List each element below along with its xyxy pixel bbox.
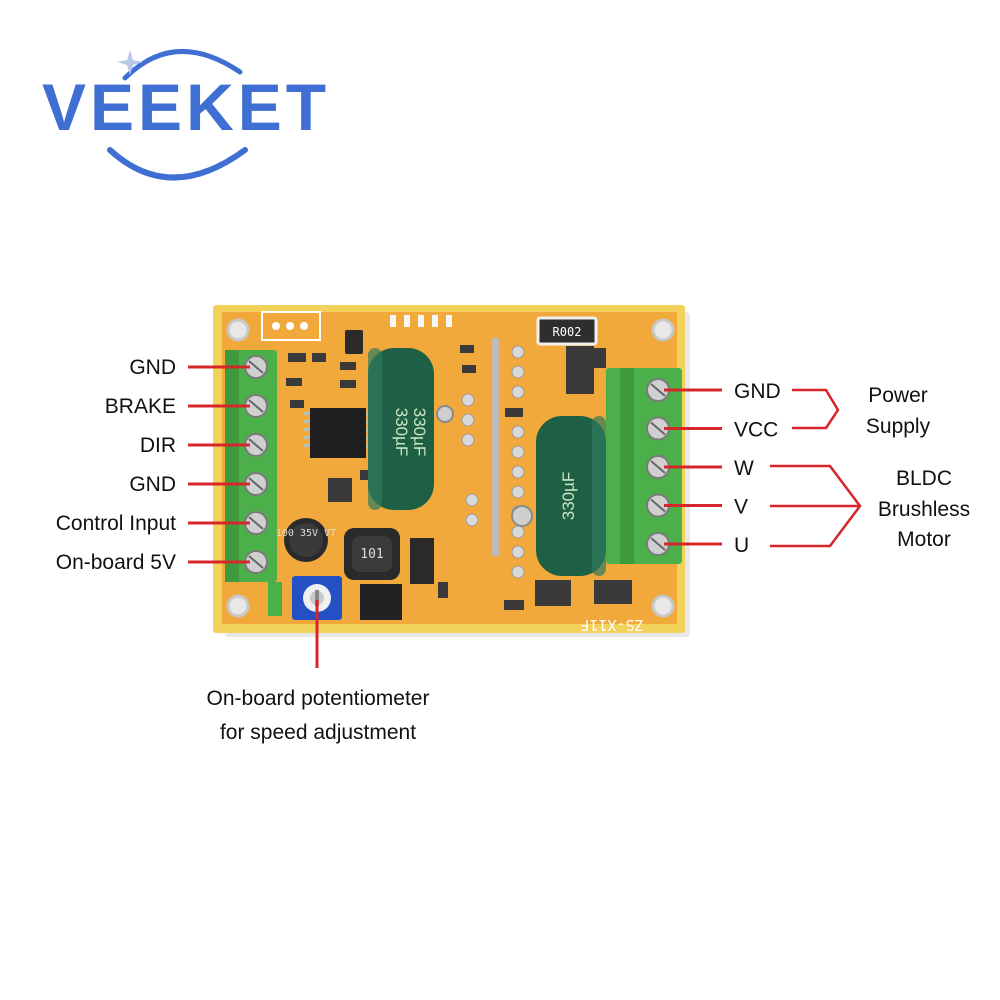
right-pin-label: W [734,457,754,480]
power-label-line1: Power [868,384,928,407]
hall-header [261,311,452,341]
left-pin-label: Control Input [56,512,176,535]
regulator-ic [360,584,402,620]
right-pin-labels: GND VCC WVU [664,380,781,557]
motor-label-line3: Motor [897,528,951,551]
motor-bracket: BLDC Brushless Motor [770,464,970,551]
svg-text:100 35V VT: 100 35V VT [276,528,336,539]
capacitor-right: 330µF [536,416,606,576]
right-terminal-block [606,368,682,564]
left-pin-label: BRAKE [105,395,176,418]
logo-arc [122,49,243,81]
smd-components [286,345,632,610]
heatsink-bar [492,338,499,556]
model-marking: ZS-X11F [580,616,643,634]
left-terminal-block [225,350,282,616]
left-pin-label: GND [129,356,176,379]
screw-slot [248,399,264,413]
screw-slot [650,460,666,474]
potentiometer-label-line2: for speed adjustment [220,721,416,744]
motor-label-line1: BLDC [896,467,952,490]
screw-slot [248,516,264,530]
svg-text:101: 101 [360,547,383,562]
svg-text:330µF: 330µF [410,408,429,457]
potentiometer [292,576,342,620]
logo-swoosh [107,147,248,181]
shunt-resistor: R002 [536,316,598,346]
left-pin-label: On-board 5V [56,551,176,574]
screw-slot [650,383,666,397]
brand-logo: VEEKET [42,49,330,181]
screw-slot [248,555,264,569]
bldc-driver-board: R002 [213,305,690,637]
potentiometer-label-line1: On-board potentiometer [207,687,430,710]
screw-slot [650,421,666,436]
diode [410,538,434,584]
screw-slot [248,360,264,374]
screw-slot [650,498,666,513]
inductor: 101 [344,528,400,580]
capacitor-small: 100 35V VT [276,518,336,562]
capacitor-left: 330µF 330µF [368,348,434,510]
screw-slot [248,438,264,452]
screw-slot [650,537,666,551]
driver-ic [304,408,372,458]
logo-text: VEEKET [42,70,330,144]
right-pin-label: U [734,534,749,557]
right-pin-label: V [734,496,748,519]
right-pin-label: GND [734,380,781,403]
motor-label-line2: Brushless [878,498,970,521]
screw-head [511,505,533,527]
left-pin-label: DIR [140,434,176,457]
mounting-holes [226,318,675,618]
screw-head [436,405,454,423]
svg-text:R002: R002 [553,325,582,339]
power-label-line2: Supply [866,415,931,438]
right-pin-label: VCC [734,419,778,442]
power-bracket: Power Supply [792,384,931,438]
push-button [345,330,363,354]
potentiometer-callout: On-board potentiometer for speed adjustm… [207,600,430,744]
star-icon [117,50,143,75]
svg-text:330µF: 330µF [392,408,411,457]
svg-text:330µF: 330µF [559,472,578,521]
left-pin-label: GND [129,473,176,496]
screw-slot [248,477,264,491]
